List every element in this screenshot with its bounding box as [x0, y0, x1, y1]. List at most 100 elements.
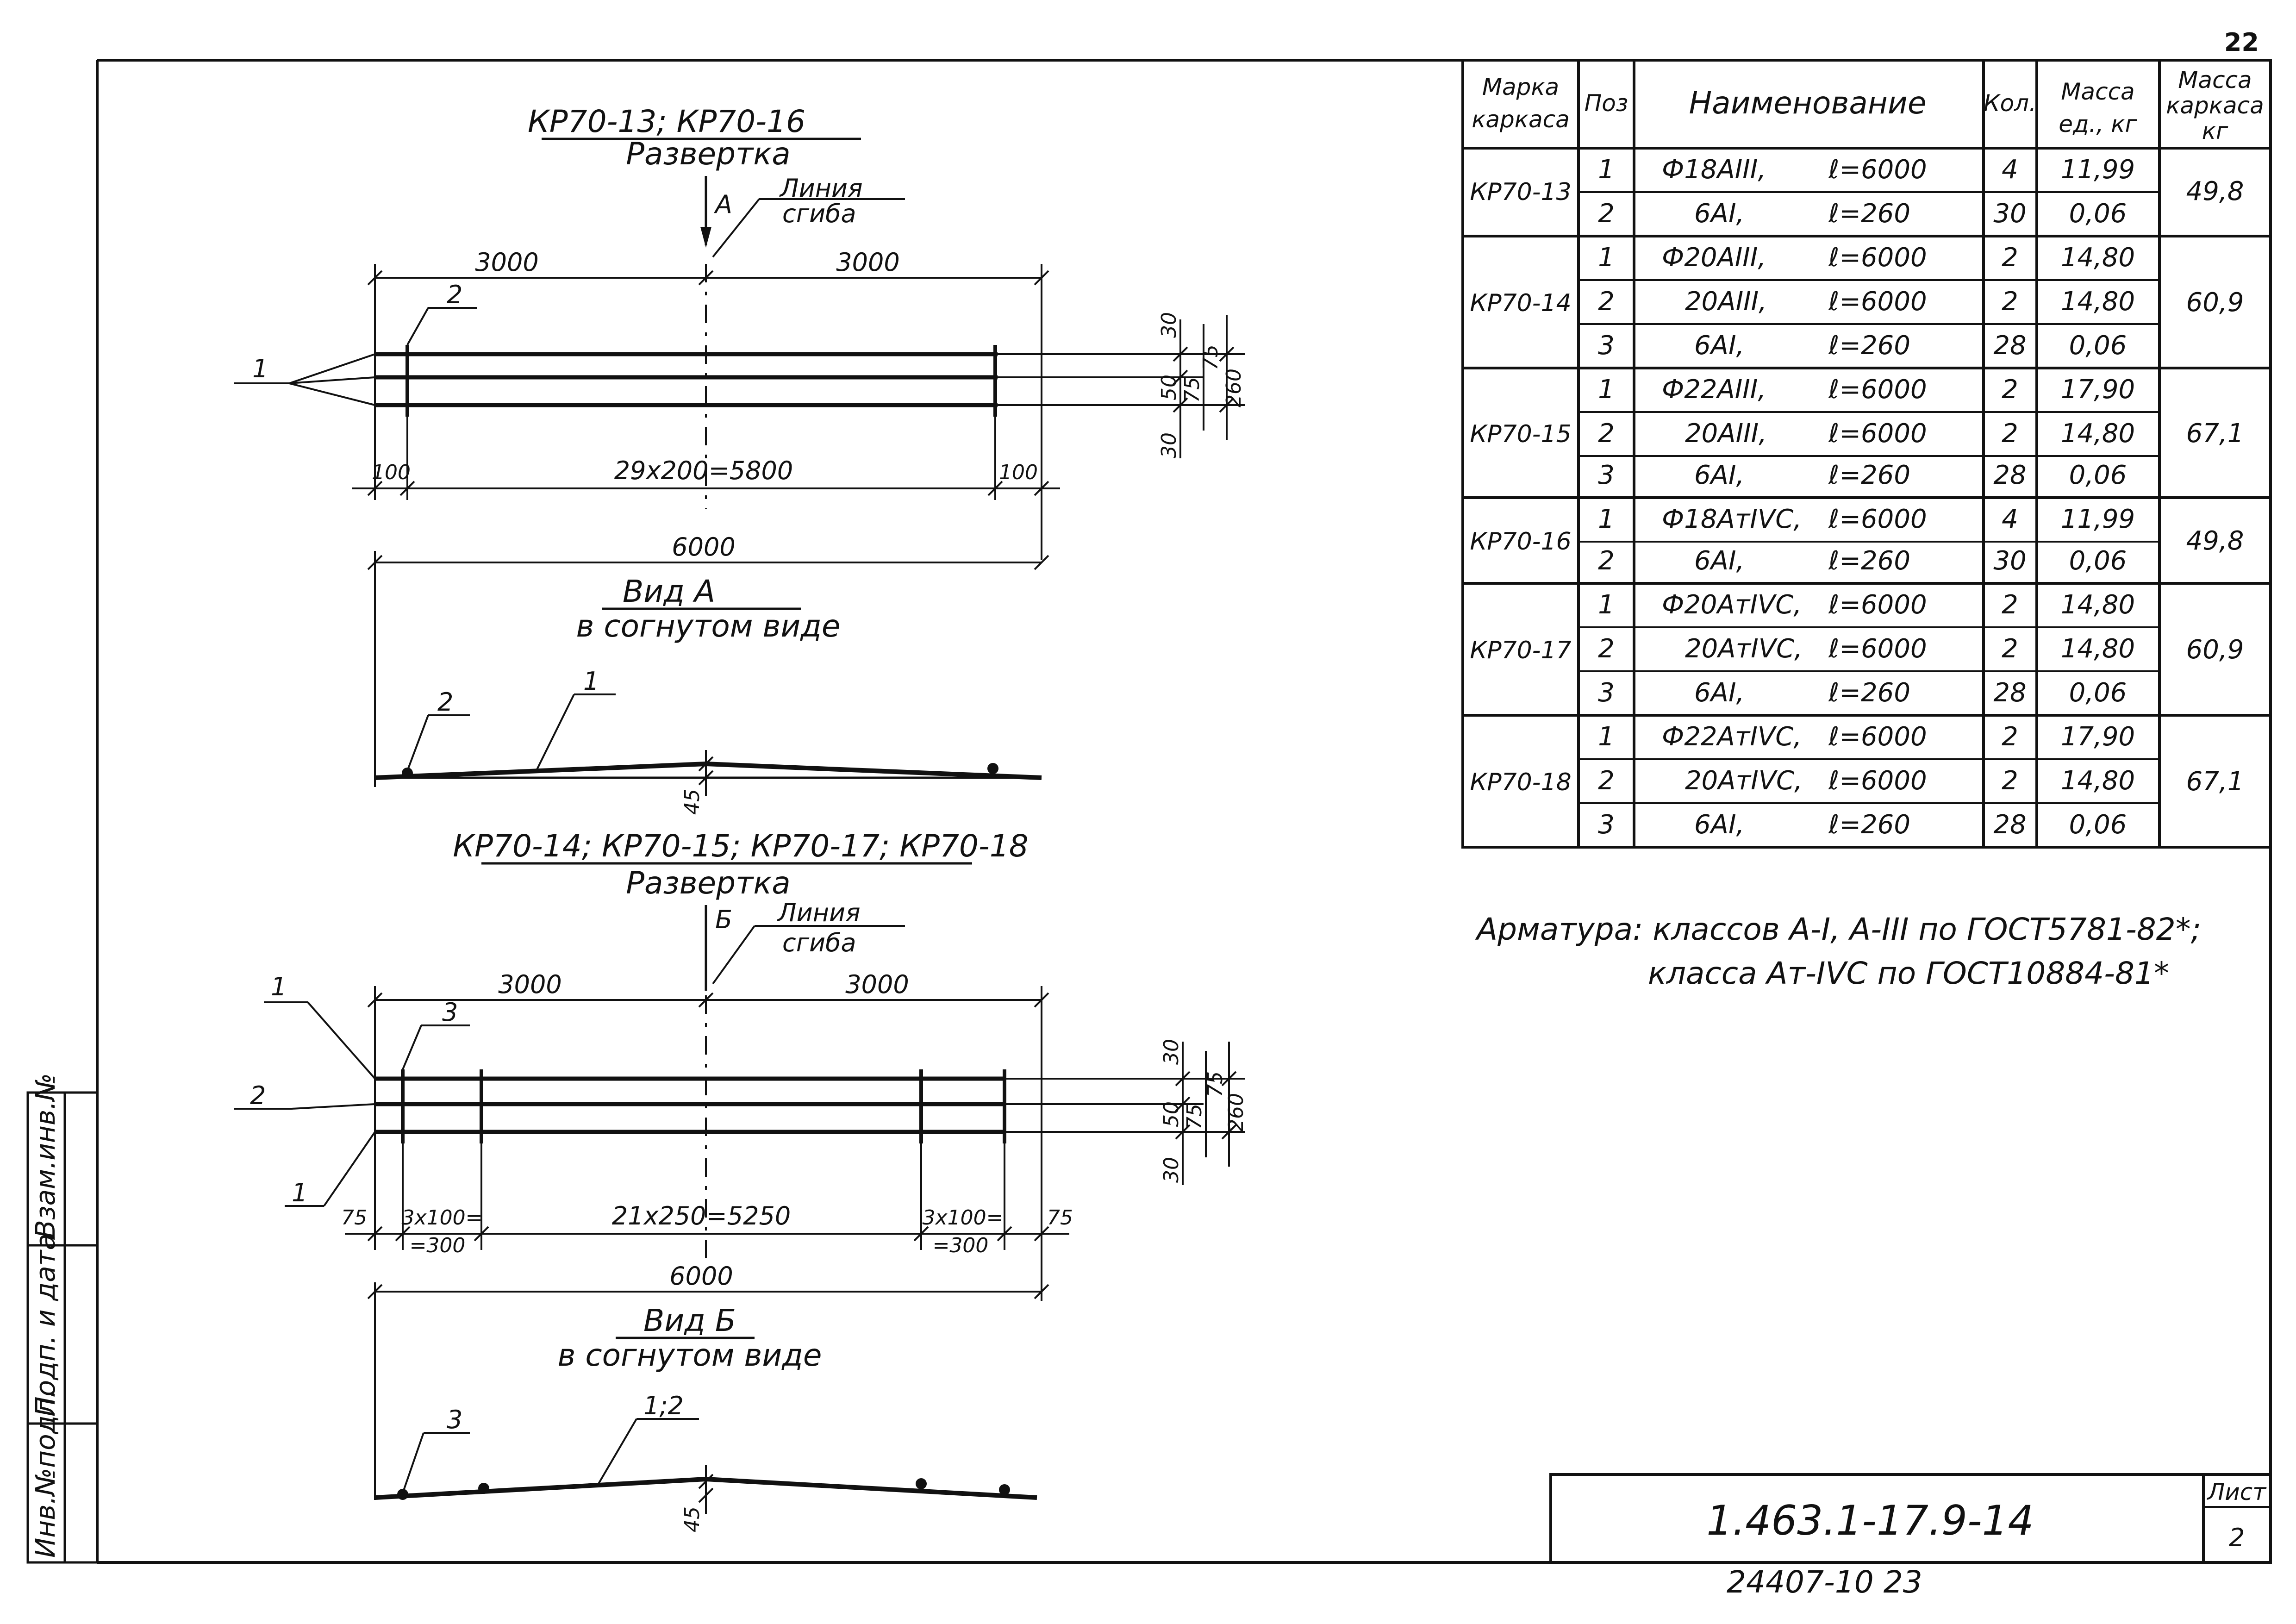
table-header-name: Наименование: [1689, 85, 1927, 121]
table-cell-name: Ф18АIII,: [1662, 155, 1766, 185]
table-cell-len: ℓ=6000: [1828, 287, 1927, 317]
drawing-2-dim-end-right: 75: [1047, 1206, 1073, 1230]
drawing-1-dim-left: 3000: [475, 248, 538, 277]
table-group-mass: 49,8: [2186, 526, 2244, 556]
table-cell-qty: 28: [1993, 810, 2026, 840]
drawing-1-bars: [375, 345, 1042, 417]
specification-table: Марка каркаса Поз Наименование Кол. Масс…: [1461, 59, 2272, 849]
drawing-1-view-subtitle: в согнутом виде: [576, 608, 840, 644]
table-row: 3 6АI, ℓ=260 28 0,06: [1598, 460, 2127, 490]
sheet-frame: [96, 59, 2272, 1564]
table-group-mark: КР70-13: [1470, 178, 1571, 206]
table-row: 1 Ф20АтIVС, ℓ=6000 2 14,80: [1598, 590, 2135, 620]
drawing-1-pos-2: 2: [447, 280, 462, 309]
table-cell-name: 6АI,: [1694, 810, 1744, 840]
table-row: 1 Ф22АтIVС, ℓ=6000 2 17,90: [1598, 722, 2135, 752]
table-row: 3 6АI, ℓ=260 28 0,06: [1598, 810, 2127, 840]
drawing-1-dim-right: 3000: [836, 248, 899, 277]
table-cell-name: 20АIII,: [1685, 287, 1767, 317]
table-row: 1 Ф18АтIVС, ℓ=6000 4 11,99: [1598, 504, 2135, 534]
footer-code: 24407-10 23: [1727, 1564, 1922, 1600]
table-cell-len: ℓ=6000: [1828, 766, 1927, 796]
table-group-mark: КР70-14: [1470, 289, 1571, 317]
table-cell-pos: 2: [1598, 634, 1615, 664]
drawing-2-dim-sub-left-1: 3х100=: [402, 1206, 483, 1230]
table-cell-qty: 2: [2002, 634, 2018, 664]
table-header-frame-mass-3: кг: [2202, 118, 2228, 144]
table-cell-pos: 2: [1598, 546, 1615, 576]
table-row: 2 20АтIVС, ℓ=6000 2 14,80: [1598, 634, 2135, 664]
table-cell-unit: 0,06: [2069, 810, 2127, 840]
table-group-mass: 49,8: [2186, 176, 2244, 206]
table-cell-len: ℓ=6000: [1828, 155, 1927, 185]
side-stamp-inv-podl: Инв.№подл.: [30, 1390, 61, 1558]
drawing-1-dim-v-30-top: 30: [1157, 312, 1181, 338]
table-cell-pos: 1: [1598, 155, 1615, 185]
drawing-1-dim-end-right: 100: [999, 461, 1038, 484]
drawing-2-bend-label-2: сгиба: [782, 928, 856, 957]
table-row: 2 6АI, ℓ=260 30 0,06: [1598, 546, 2127, 576]
drawing-2-title: КР70-14; КР70-15; КР70-17; КР70-18: [453, 828, 1028, 864]
table-cell-unit: 14,80: [2061, 590, 2135, 620]
drawing-2-view-pos-12: 1;2: [643, 1391, 684, 1420]
table-cell-len: ℓ=260: [1828, 331, 1910, 361]
drawing-2-view-pos-3: 3: [447, 1405, 462, 1434]
table-header-mark-1: Марка: [1482, 74, 1559, 100]
table-header-mark-2: каркаса: [1472, 106, 1570, 133]
table-cell-len: ℓ=6000: [1828, 243, 1927, 273]
table-cell-qty: 2: [2002, 722, 2018, 752]
table-header-qty: Кол.: [1984, 90, 2036, 117]
table-cell-name: Ф22АIII,: [1662, 375, 1766, 405]
table-cell-unit: 11,99: [2061, 155, 2135, 185]
table-cell-pos: 1: [1598, 590, 1615, 620]
table-group-mark: КР70-18: [1470, 768, 1571, 796]
table-cell-name: 6АI,: [1694, 678, 1744, 708]
drawing-2-dim-left: 3000: [498, 970, 562, 999]
drawing-2-view-subtitle: в согнутом виде: [557, 1337, 822, 1373]
drawing-1-bend-label-2: сгиба: [782, 199, 856, 228]
drawing-1-dim-v-75a: 75: [1180, 377, 1204, 403]
drawing-1-subtitle: Развертка: [626, 136, 791, 172]
table-cell-unit: 14,80: [2061, 418, 2135, 449]
table-cell-qty: 2: [2002, 590, 2018, 620]
drawing-2-dim-v-30-top: 30: [1160, 1039, 1183, 1065]
table-cell-name: Ф18АтIVС,: [1662, 504, 1802, 534]
side-stamp-podp-data: Подп. и дата: [30, 1234, 61, 1417]
table-cell-name: Ф22АтIVС,: [1662, 722, 1802, 752]
table-group-mass: 67,1: [2186, 418, 2244, 449]
drawing-1: КР70-13; КР70-16 Развертка А Линия сгиба…: [234, 104, 1246, 815]
drawing-2-pos-1-top: 1: [271, 972, 287, 1001]
table-cell-qty: 28: [1993, 678, 2026, 708]
title-block-sheet-label: Лист: [2207, 1479, 2267, 1505]
drawing-1-dim-v-30-bottom: 30: [1157, 432, 1181, 458]
drawing-2-section-letter: Б: [715, 905, 732, 934]
table-group-mark: КР70-16: [1470, 528, 1571, 556]
table-cell-qty: 4: [2002, 504, 2018, 534]
table-cell-pos: 2: [1598, 287, 1615, 317]
table-row: 2 20АIII, ℓ=6000 2 14,80: [1598, 418, 2135, 449]
table-group-mass: 60,9: [2186, 635, 2244, 665]
table-cell-len: ℓ=260: [1828, 810, 1910, 840]
table-group-mark: КР70-15: [1470, 420, 1571, 448]
table-row: 3 6АI, ℓ=260 28 0,06: [1598, 678, 2127, 708]
title-block: [1549, 1473, 2272, 1564]
table-cell-unit: 14,80: [2061, 287, 2135, 317]
table-cell-pos: 3: [1598, 678, 1615, 708]
drawing-2-dim-sub-right-1: 3х100=: [923, 1206, 1004, 1230]
table-cell-len: ℓ=6000: [1828, 504, 1927, 534]
drawing-1-dim-v-50: 50: [1157, 375, 1181, 400]
drawing-1-view-pos-1: 1: [583, 667, 599, 696]
table-cell-name: 6АI,: [1694, 460, 1744, 490]
table-cell-unit: 0,06: [2069, 678, 2127, 708]
table-row: 2 20АтIVС, ℓ=6000 2 14,80: [1598, 766, 2135, 796]
table-cell-unit: 0,06: [2069, 331, 2127, 361]
drawing-1-dim-total: 6000: [672, 532, 735, 562]
table-cell-unit: 0,06: [2069, 199, 2127, 229]
drawing-1-view-title: Вид А: [623, 574, 715, 609]
table-cell-unit: 14,80: [2061, 766, 2135, 796]
drawing-1-bend-label-1: Линия: [779, 174, 863, 203]
drawing-2-view-title: Вид Б: [643, 1303, 736, 1338]
drawing-2-pos-2: 2: [250, 1081, 266, 1110]
table-cell-pos: 1: [1598, 722, 1615, 752]
